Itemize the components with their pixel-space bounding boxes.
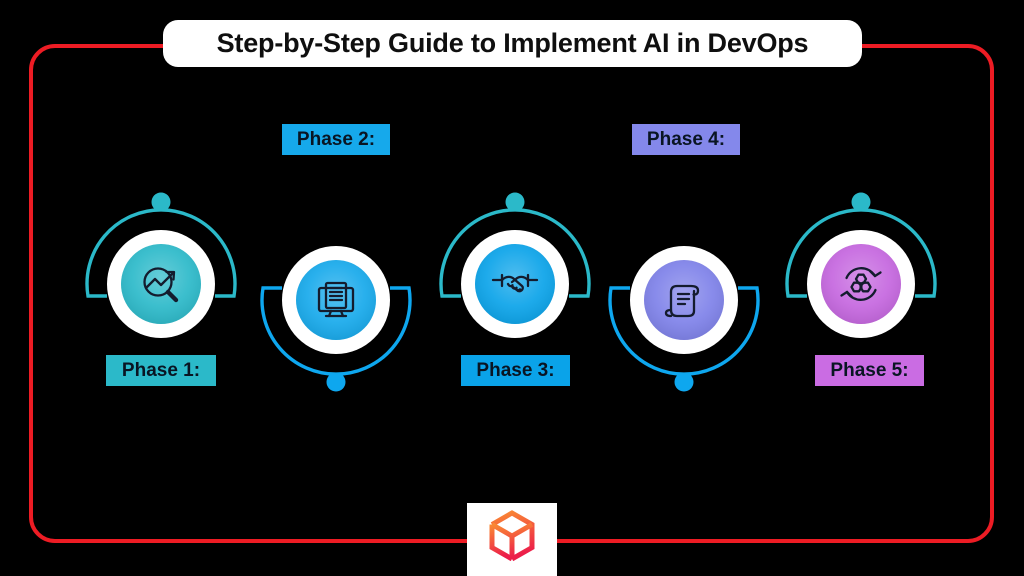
phase-2-progress-dot	[326, 372, 346, 392]
phase-3-label-text: Phase 3:	[476, 359, 555, 381]
phase-4-module	[608, 246, 760, 392]
phase-3-circle-shine	[475, 244, 555, 324]
phase-4-progress-dot	[674, 372, 694, 392]
phase-2-label: Phase 2:	[282, 124, 390, 155]
phase-3-progress-dot	[505, 192, 525, 212]
phase-1-module	[85, 192, 237, 338]
phase-5-label: Phase 5:	[815, 355, 924, 386]
phase-4-label-text: Phase 4:	[646, 128, 726, 150]
cube-logo-icon	[489, 510, 535, 562]
trend-analysis-magnifier-icon	[143, 267, 179, 303]
phase-1-label: Phase 1:	[106, 355, 216, 386]
phase-5-module	[785, 192, 937, 338]
phase-3-module	[439, 192, 591, 338]
phase-3-label: Phase 3:	[461, 355, 570, 386]
phase-4-label: Phase 4:	[632, 124, 740, 155]
phase-1-progress-dot	[151, 192, 171, 212]
scroll-document-icon	[664, 284, 700, 318]
phase-5-label-text: Phase 5:	[830, 359, 909, 381]
monitor-document-icon	[317, 281, 355, 318]
handshake-icon	[491, 273, 539, 293]
phase-1-label-text: Phase 1:	[121, 359, 201, 381]
continuous-improvement-cycle-icon	[840, 267, 882, 301]
phase-2-module	[260, 246, 412, 392]
footer-logo-card	[467, 503, 557, 576]
phase-2-label-text: Phase 2:	[296, 128, 376, 150]
page-title: Step-by-Step Guide to Implement AI in De…	[216, 28, 809, 58]
title-banner: Step-by-Step Guide to Implement AI in De…	[163, 20, 862, 67]
phase-5-progress-dot	[851, 192, 871, 212]
